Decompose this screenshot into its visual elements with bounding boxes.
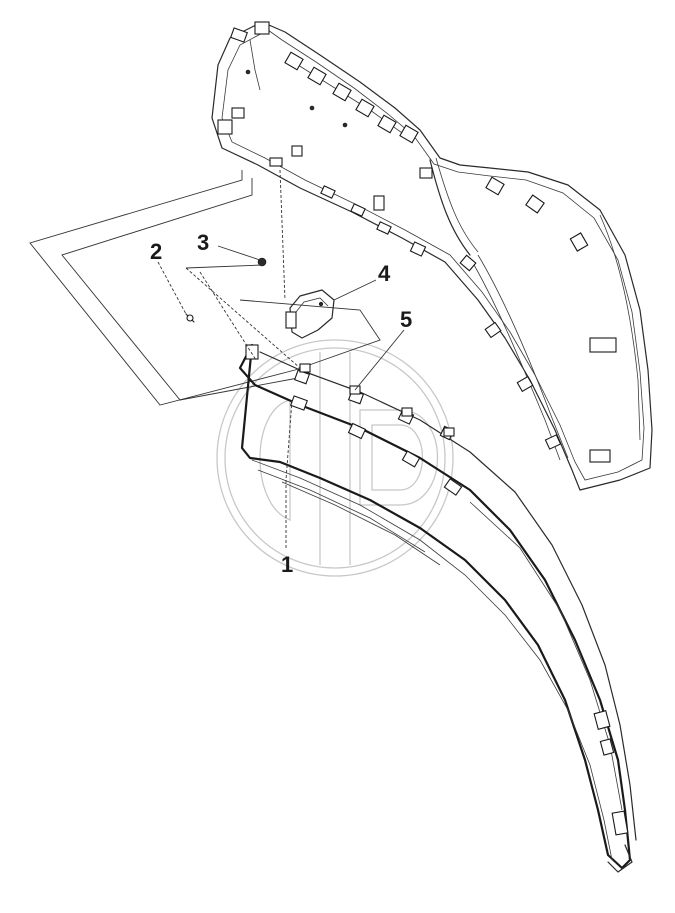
callout-1: 1 <box>281 552 293 577</box>
upper-wheel-arch-panel <box>211 21 653 491</box>
callout-5: 5 <box>400 307 412 332</box>
assembly-guide-outline <box>29 170 381 406</box>
callout-3: 3 <box>197 230 209 255</box>
bracket-part <box>285 289 335 339</box>
callout-2: 2 <box>150 239 162 264</box>
callout-4: 4 <box>378 261 391 286</box>
screw-part <box>185 313 195 323</box>
hd-logo-watermark <box>216 339 454 577</box>
lower-trim-strip <box>238 343 637 873</box>
leader-lines <box>157 169 405 548</box>
